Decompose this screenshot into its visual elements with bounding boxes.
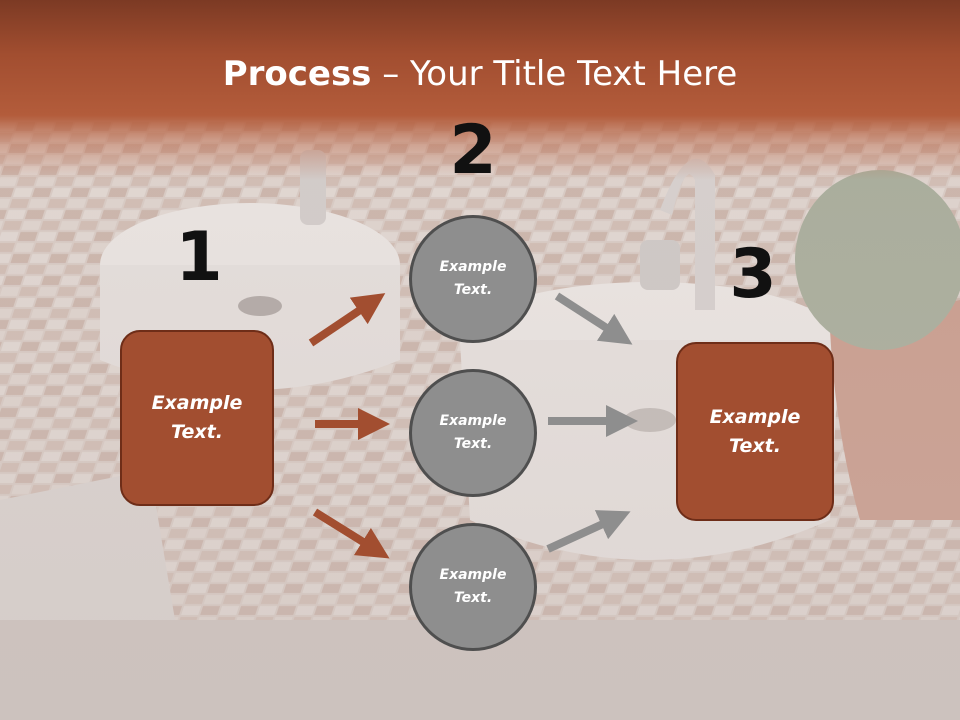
circle-bottom[interactable]: Example Text. <box>409 523 537 651</box>
title-bold: Process <box>222 54 372 94</box>
step-box-1-label: Example Text. <box>151 392 243 443</box>
arrow-circle-top-to-box <box>554 292 633 345</box>
title-rest: – Your Title Text Here <box>371 54 738 94</box>
arrow-box-to-circle-top <box>308 293 386 347</box>
circle-middle-label: Example Text. <box>439 413 507 452</box>
page-title: Process – Your Title Text Here <box>0 52 960 96</box>
circle-bottom-label: Example Text. <box>439 567 507 606</box>
step-number-3: 3 <box>729 235 777 314</box>
step-box-3-label: Example Text. <box>709 405 801 457</box>
circle-top[interactable]: Example Text. <box>409 215 537 343</box>
arrow-box-to-circle-bottom <box>312 508 390 559</box>
arrow-circle-bottom-to-box <box>546 510 631 553</box>
circle-top-label: Example Text. <box>439 259 507 298</box>
step-box-3[interactable]: Example Text. <box>676 342 834 521</box>
step-number-2: 2 <box>449 111 497 190</box>
step-number-1: 1 <box>175 218 223 297</box>
circle-middle[interactable]: Example Text. <box>409 369 537 497</box>
step-box-1[interactable]: Example Text. <box>120 330 274 506</box>
title-banner <box>0 0 960 180</box>
